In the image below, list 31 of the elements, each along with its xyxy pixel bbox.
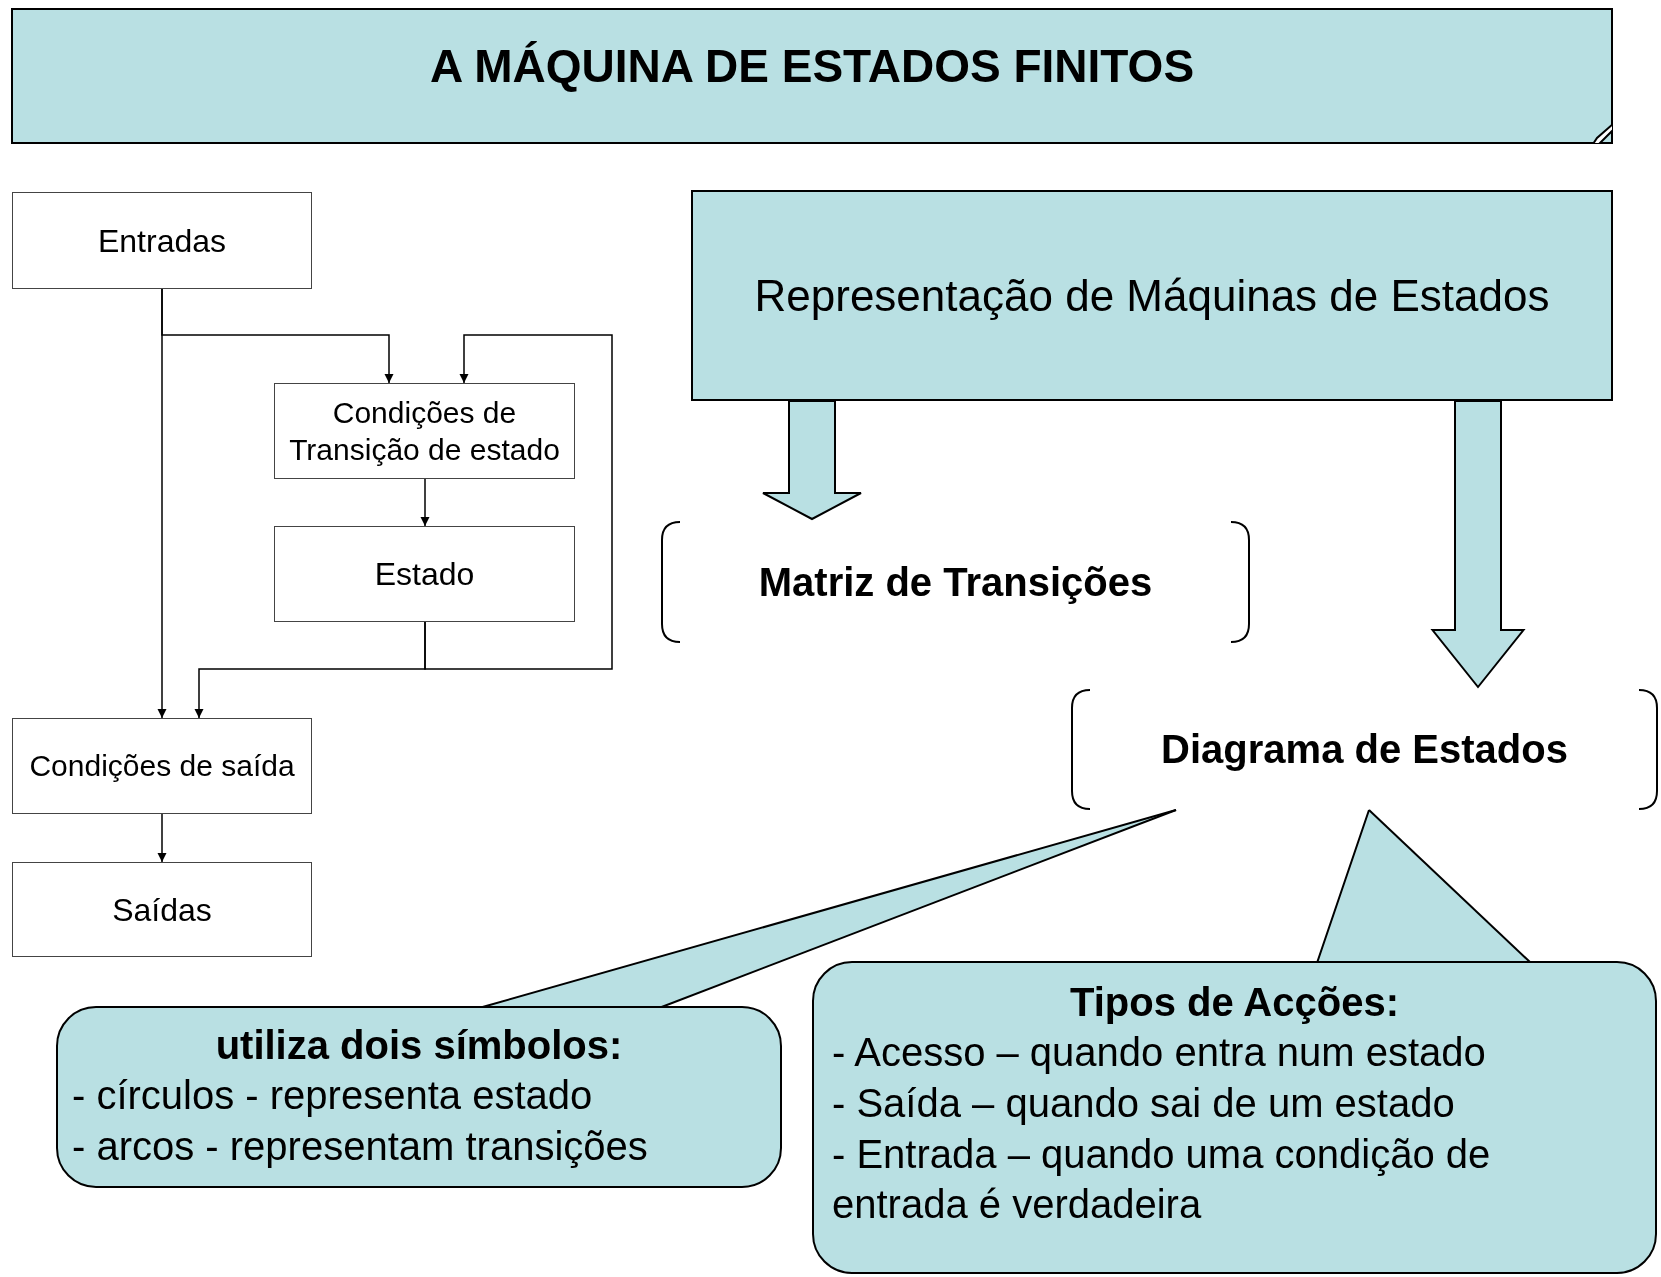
box-label: Saídas — [112, 890, 212, 930]
list-item: - círculos - representa estado — [72, 1072, 593, 1119]
panel-heading: Representação de Máquinas de Estados — [754, 270, 1550, 321]
block-arrow — [1430, 400, 1526, 689]
arrow — [424, 334, 613, 670]
heading: Matriz de Transições — [758, 559, 1153, 605]
box-label: Condições de Transição de estado — [288, 394, 561, 468]
list-item: - Entrada – quando uma condição de entrada é verdadeira — [832, 1130, 1492, 1229]
box-label: Estado — [374, 555, 475, 594]
arrow — [157, 288, 167, 719]
box-label: Condições de saída — [29, 748, 295, 785]
bracketed-heading — [1070, 689, 1659, 810]
block-arrow — [762, 400, 862, 521]
process-box — [12, 862, 312, 957]
arrow — [157, 813, 167, 863]
bracketed-heading — [660, 521, 1251, 643]
heading: Diagrama de Estados — [1161, 727, 1568, 772]
callout-bubble — [56, 1006, 782, 1188]
callout-heading: Tipos de Acções: — [1070, 979, 1399, 1026]
title: A MÁQUINA DE ESTADOS FINITOS — [429, 39, 1195, 93]
list-item: - arcos - representam transições — [72, 1122, 648, 1170]
process-box — [274, 383, 575, 479]
box-label: Entradas — [97, 221, 227, 261]
process-box — [12, 718, 312, 814]
arrow — [420, 478, 430, 527]
list-item: - Acesso – quando entra num estado — [832, 1029, 1486, 1076]
topic-panel — [691, 190, 1613, 401]
process-box — [274, 526, 575, 622]
process-box — [12, 192, 312, 289]
list-item: - Saída – quando sai de um estado — [832, 1079, 1455, 1127]
callout-heading: utiliza dois símbolos: — [215, 1022, 623, 1069]
